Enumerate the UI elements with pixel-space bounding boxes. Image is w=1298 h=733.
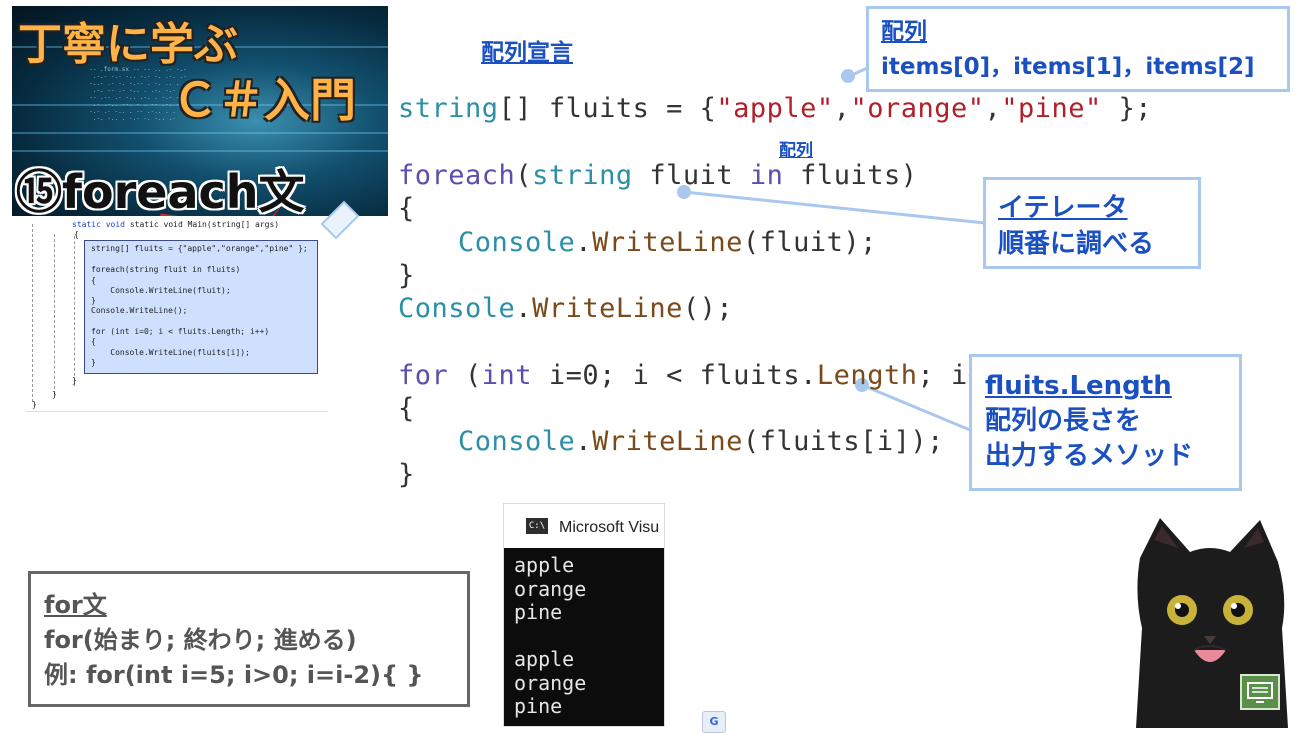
array-declaration-label: 配列宣言 xyxy=(481,40,573,66)
callout-length-body2: 出力するメソッド xyxy=(985,441,1194,471)
callout-length-body1: 配列の長さを xyxy=(985,406,1142,436)
console-window: C:\ Microsoft Visu apple orange pine app… xyxy=(503,503,665,727)
banner-episode-title: ⑮foreach文 xyxy=(16,165,305,216)
callout-length-title: fluits.Length xyxy=(985,371,1172,401)
translate-icon[interactable]: G xyxy=(702,711,726,733)
mini-code-line: for (int i=0; i < fluits.Length; i++) xyxy=(91,327,270,336)
code-line-for: for (int i=0; i < fluits.Length; i++) xyxy=(398,360,1019,391)
code-line-writeline-fluit: Console.WriteLine(fluit); xyxy=(458,227,877,258)
mini-code-brace: { xyxy=(74,230,79,239)
console-title: Microsoft Visu xyxy=(559,519,660,536)
code-line-writeline-empty: Console.WriteLine(); xyxy=(398,293,734,324)
for-syntax-example: 例: for(int i=5; i>0; i=i-2){ } xyxy=(44,661,424,689)
callout-length: fluits.Length 配列の長さを 出力するメソッド xyxy=(969,354,1242,491)
banner-background-code: -- .form.sx -- -- .. .- -.- .-.- -.- -..… xyxy=(89,66,187,122)
mini-code-brace: } xyxy=(32,400,37,409)
banner-title-line1: 丁寧に学ぶ xyxy=(18,19,238,70)
mini-code-line: static void static void Main(string[] ar… xyxy=(72,220,280,229)
array-small-label: 配列 xyxy=(779,141,813,161)
mini-code-line: Console.WriteLine(); xyxy=(91,306,188,315)
code-brace: } xyxy=(398,260,415,291)
mini-code-line: string[] fluits = {"apple","orange","pin… xyxy=(91,244,308,253)
banner-title-line2: Ｃ＃入門 xyxy=(172,73,356,127)
mini-code-brace: } xyxy=(52,390,57,399)
console-titlebar[interactable]: C:\ Microsoft Visu xyxy=(504,504,664,548)
mini-code-line: { xyxy=(91,337,96,346)
mini-code-line: { xyxy=(91,276,96,285)
code-brace: } xyxy=(398,459,415,490)
code-line-writeline-index: Console.WriteLine(fluits[i]); xyxy=(458,426,944,457)
mini-code-editor: static void static void Main(string[] ar… xyxy=(26,212,328,412)
for-syntax-line: for(始まり; 終わり; 進める) xyxy=(44,626,357,654)
console-output: apple orange pine apple orange pine xyxy=(514,553,587,718)
mini-code-brace: } xyxy=(72,376,77,385)
callout-array-body: items[0]，items[1]，items[2] xyxy=(881,54,1255,80)
code-brace: { xyxy=(398,193,415,224)
arrow-icon xyxy=(320,200,360,240)
code-line-array-declaration: string[] fluits = {"apple","orange","pin… xyxy=(398,93,1153,124)
mini-code-line: } xyxy=(91,296,96,305)
for-syntax-box: for文 for(始まり; 終わり; 進める) 例: for(int i=5; … xyxy=(28,571,470,707)
console-icon: C:\ xyxy=(526,518,548,534)
mini-code-line: foreach(string fluit in fluits) xyxy=(91,265,241,274)
callout-array-title: 配列 xyxy=(881,19,927,45)
code-brace: { xyxy=(398,393,415,424)
mini-code-line: Console.WriteLine(fluit); xyxy=(91,286,231,295)
title-banner: -- .form.sx -- -- .. .- -.- .-.- -.- -..… xyxy=(12,6,388,216)
callout-iterator-body: 順番に調べる xyxy=(998,229,1155,259)
code-line-foreach: foreach(string fluit in fluits) xyxy=(398,160,918,191)
callout-array: 配列 items[0]，items[1]，items[2] xyxy=(866,6,1290,92)
mini-code-line: Console.WriteLine(fluits[i]); xyxy=(91,348,250,357)
callout-iterator: イテレータ 順番に調べる xyxy=(983,177,1201,269)
for-syntax-title: for文 xyxy=(44,591,107,619)
mini-code-highlight: string[] fluits = {"apple","orange","pin… xyxy=(84,240,318,374)
mini-code-line: } xyxy=(91,358,96,367)
screen-share-icon[interactable] xyxy=(1240,674,1280,710)
callout-iterator-title: イテレータ xyxy=(998,193,1128,223)
